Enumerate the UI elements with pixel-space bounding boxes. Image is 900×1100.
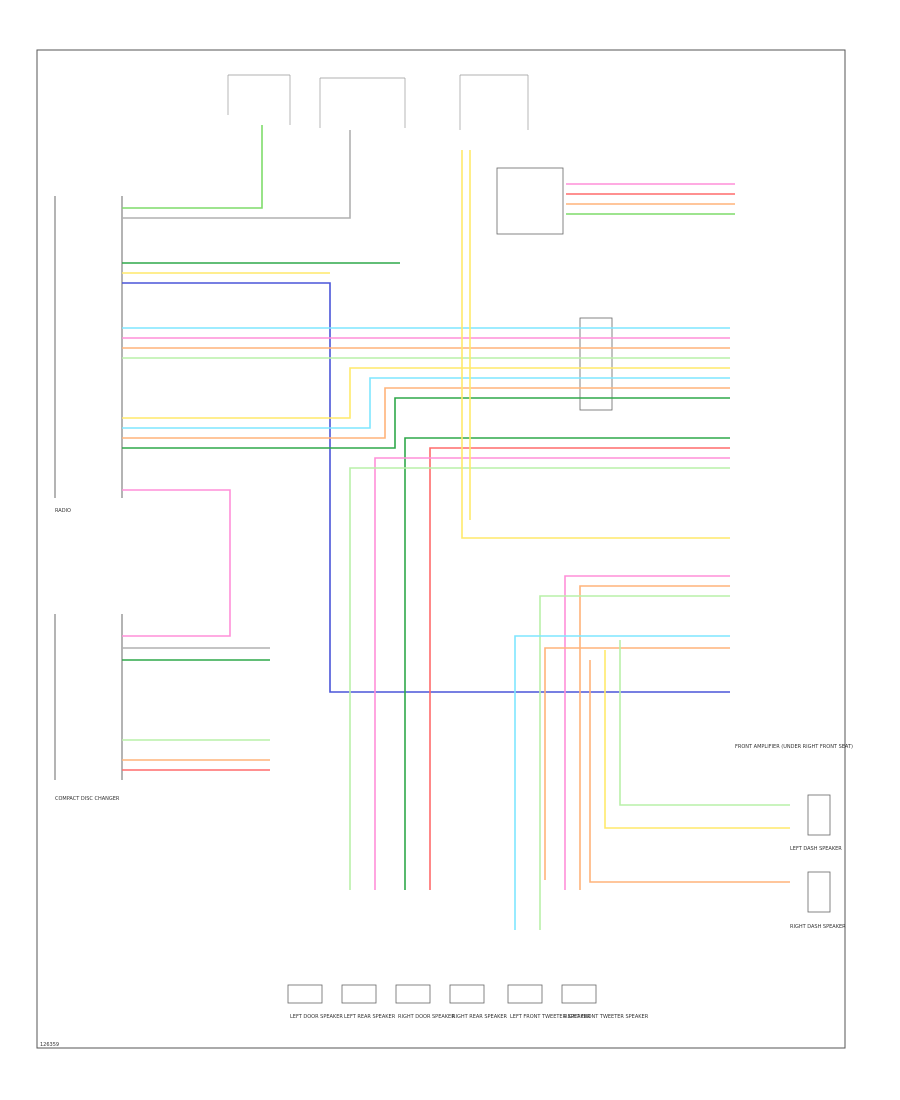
wire-orange-3 — [579, 585, 730, 890]
fuse-block-mid — [319, 77, 406, 128]
right-rear-speaker-icon — [449, 984, 485, 1004]
cd-changer-label: COMPACT DISC CHANGER — [55, 796, 120, 802]
wire-lightgreen-3 — [539, 595, 730, 930]
wire-pink-2 — [374, 457, 730, 890]
wire-yellow-1 — [122, 367, 730, 419]
left-rear-label: LEFT REAR SPEAKER — [344, 1014, 396, 1020]
fuse-block-left — [227, 74, 291, 125]
wire-green-2 — [404, 437, 730, 890]
wire-cyan-2 — [122, 377, 730, 429]
right-rear-label: RIGHT REAR SPEAKER — [452, 1014, 508, 1020]
fuse-block-right — [459, 74, 529, 130]
left-rear-speaker-icon — [341, 984, 377, 1004]
right-dash-label: RIGHT DASH SPEAKER — [790, 924, 846, 930]
right-door-label: RIGHT DOOR SPEAKER — [398, 1014, 455, 1020]
wire-gray-top — [122, 130, 351, 219]
wire-lt-green-top — [122, 125, 263, 209]
radio-label: RADIO — [55, 508, 71, 514]
wire-orange-2 — [122, 387, 730, 439]
cd-changer-connector — [54, 614, 123, 780]
wire-yellow-bus — [461, 150, 730, 539]
right-front-tweeter-icon — [561, 984, 597, 1004]
module-box — [496, 167, 564, 235]
wire-yellow-dash — [604, 650, 790, 829]
left-door-speaker-icon — [287, 984, 323, 1004]
diagram-frame — [36, 49, 846, 1049]
wire-lightgreen-dash — [619, 640, 790, 806]
wire-orange-4 — [544, 647, 730, 880]
wire-pink-3 — [564, 575, 730, 890]
left-front-tweeter-icon — [507, 984, 543, 1004]
wire-lightgreen-2 — [349, 467, 730, 890]
left-dash-speaker-icon — [807, 794, 831, 836]
left-tweeter-label: LEFT FRONT TWEETER SPEAKER — [510, 1014, 591, 1020]
right-door-speaker-icon — [395, 984, 431, 1004]
left-dash-label: LEFT DASH SPEAKER — [790, 846, 842, 852]
diagram-id: 126359 — [40, 1042, 59, 1048]
right-dash-speaker-icon — [807, 871, 831, 913]
amp-label: FRONT AMPLIFIER (UNDER RIGHT FRONT SEAT) — [735, 744, 853, 750]
speakers — [287, 794, 831, 1004]
wire-orange-dash — [589, 660, 790, 883]
wire-red-2 — [429, 447, 730, 890]
radio-connector — [54, 196, 123, 498]
wire-dkgreen-1 — [122, 397, 730, 449]
wire-pink-cd — [122, 489, 231, 637]
wire-bundle — [122, 125, 790, 930]
right-connector-upper — [579, 317, 613, 411]
wire-blue-long — [122, 282, 730, 693]
left-door-label: LEFT DOOR SPEAKER — [290, 1014, 343, 1020]
wire-cyan-3 — [514, 635, 730, 930]
right-tweeter-label: RIGHT FRONT TWEETER SPEAKER — [564, 1014, 649, 1020]
